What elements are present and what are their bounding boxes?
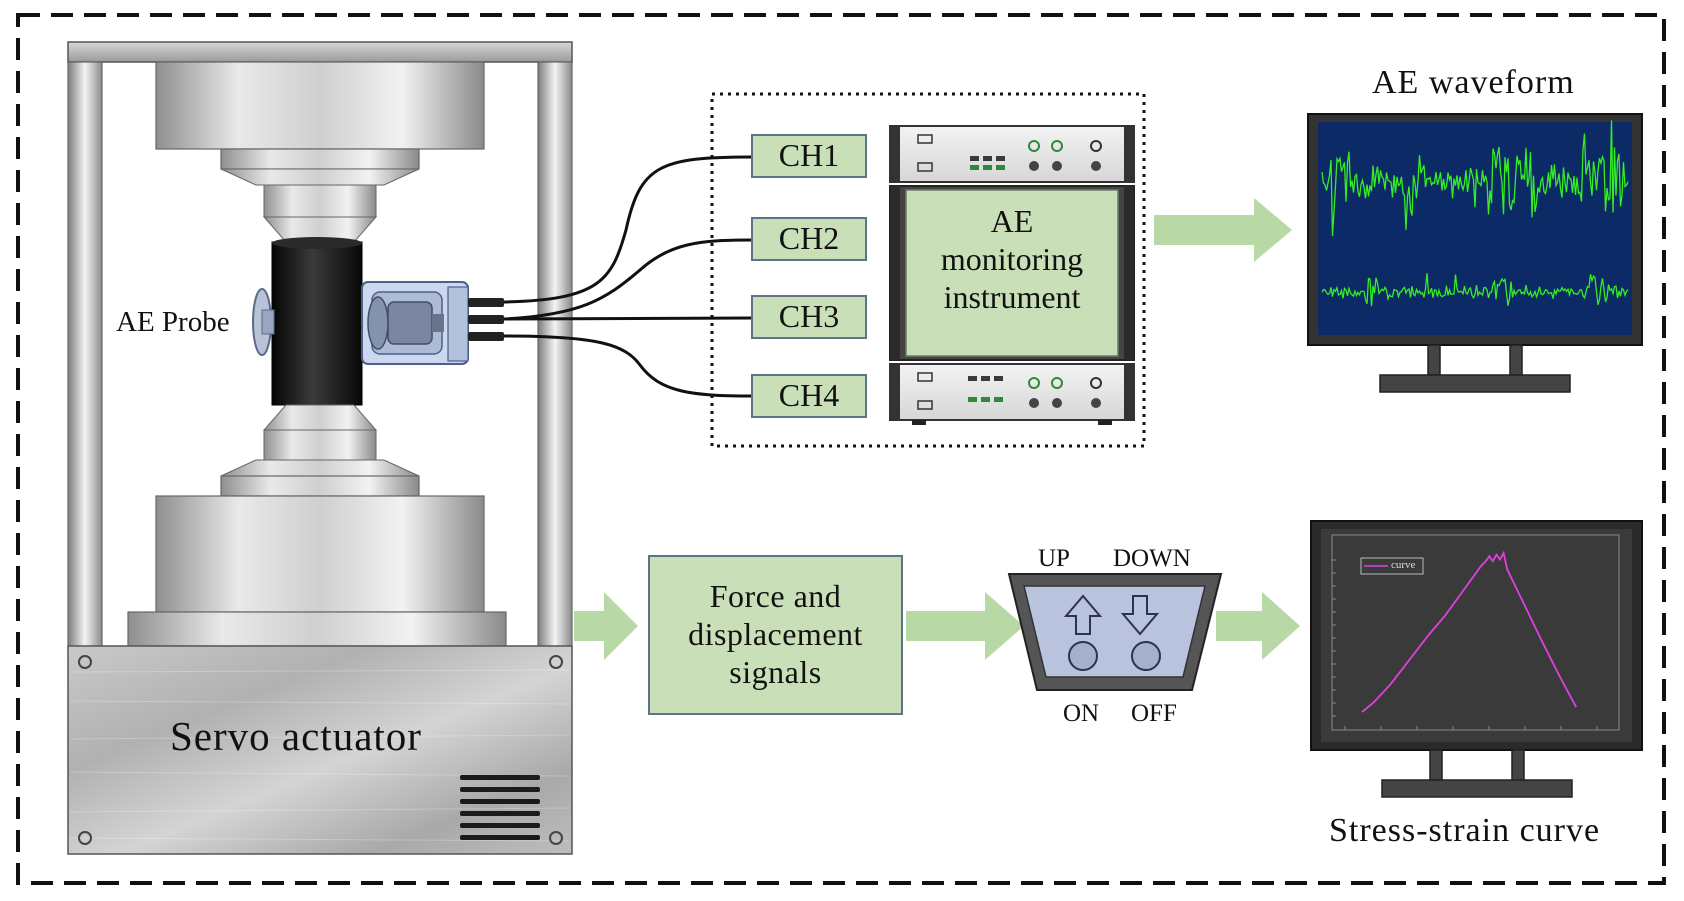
ae-waveform-monitor xyxy=(1307,113,1643,393)
ae-instrument-panel xyxy=(905,189,1119,357)
arrow-to-force-signals xyxy=(574,592,638,660)
force-label-line3: signals xyxy=(729,653,822,690)
ae-instrument-label: AE monitoring instrument xyxy=(906,200,1118,320)
channel-box-ch4 xyxy=(751,374,867,418)
machine-right-column xyxy=(537,61,573,649)
lower-crosshead xyxy=(155,495,485,613)
force-label-line1: Force and xyxy=(709,578,842,615)
waveform-trace-bottom xyxy=(1321,273,1629,307)
stress-strain-monitor xyxy=(1310,520,1643,798)
servo-actuator-label: Servo actuator xyxy=(170,713,422,759)
monitor-stand xyxy=(1379,374,1571,393)
lower-platen-taper xyxy=(220,459,420,477)
arrow-to-control-switch xyxy=(906,592,1024,660)
off-button-icon xyxy=(1131,641,1161,671)
lower-loading-cone xyxy=(262,404,378,431)
ae-probe-left-neck xyxy=(261,309,275,335)
ae-instrument-label-line1: AE xyxy=(990,203,1034,240)
waveform-trace-top xyxy=(1321,120,1629,237)
machine-left-column xyxy=(67,61,103,649)
cabinet-screw xyxy=(78,655,92,669)
ae-system-dotted-boundary xyxy=(710,92,1146,448)
stress-strain-screen xyxy=(1321,529,1632,742)
ae-waveform-title: AE waveform xyxy=(1372,64,1575,101)
monitor-neck xyxy=(1427,344,1441,376)
cabinet-screw xyxy=(78,831,92,845)
chart-legend-box xyxy=(1360,557,1424,575)
monitor-neck xyxy=(1511,749,1525,781)
stress-strain-series-curve xyxy=(1361,550,1577,713)
monitor-stand xyxy=(1381,779,1573,798)
signal-cables xyxy=(503,155,753,398)
switch-down-label: DOWN xyxy=(1113,545,1191,572)
arrow-up-icon xyxy=(1063,594,1103,635)
on-button-icon xyxy=(1068,641,1098,671)
sensor-connectors xyxy=(468,298,504,341)
switch-on-label: ON xyxy=(1063,700,1100,727)
rock-specimen-top xyxy=(272,237,362,249)
ch3-label: CH3 xyxy=(778,298,840,335)
chart-legend-label: curve xyxy=(1391,559,1416,571)
switch-face xyxy=(1023,585,1206,678)
channel-box-ch3 xyxy=(751,295,867,339)
cabinet-vent xyxy=(460,775,540,840)
machine-top-beam xyxy=(67,41,573,63)
cabinet-screw xyxy=(549,655,563,669)
ae-instrument-label-line3: instrument xyxy=(943,278,1081,315)
arrow-down-icon xyxy=(1120,595,1160,636)
ae-instrument-label-line2: monitoring xyxy=(940,241,1084,278)
force-label-line2: displacement xyxy=(688,616,863,653)
cabinet-screw xyxy=(549,831,563,845)
lower-loading-head xyxy=(263,429,377,461)
chart-y-ticks xyxy=(1332,559,1336,717)
ae-instrument-rack xyxy=(889,125,1135,425)
ch2-label: CH2 xyxy=(778,220,840,257)
rock-specimen xyxy=(271,241,363,406)
force-displacement-label: Force and displacement signals xyxy=(649,556,902,714)
chart-x-ticks xyxy=(1344,726,1598,730)
control-switch xyxy=(1007,573,1223,691)
channel-box-ch2 xyxy=(751,217,867,261)
outer-dashed-frame xyxy=(16,13,1666,885)
ae-sensor-housing xyxy=(361,281,469,365)
stress-strain-title: Stress-strain curve xyxy=(1329,812,1601,849)
arrow-to-ae-waveform xyxy=(1154,198,1292,262)
brushed-texture xyxy=(69,669,571,842)
ae-probe-label: AE Probe xyxy=(116,306,230,338)
ch1-label: CH1 xyxy=(778,137,840,174)
machine-base-plate xyxy=(127,611,507,647)
channel-box-ch1 xyxy=(751,134,867,178)
ch4-label: CH4 xyxy=(778,377,840,414)
servo-actuator-cabinet xyxy=(67,645,573,855)
chart-plot-frame xyxy=(1331,534,1620,731)
upper-platen-taper xyxy=(220,168,420,186)
upper-loading-head xyxy=(263,184,377,218)
waveform-screen xyxy=(1318,122,1632,335)
upper-platen xyxy=(220,148,420,170)
testing-machine xyxy=(67,41,573,855)
monitor-neck xyxy=(1429,749,1443,781)
switch-up-label: UP xyxy=(1038,545,1070,572)
lower-platen xyxy=(220,475,420,497)
force-displacement-box xyxy=(648,555,903,715)
switch-off-label: OFF xyxy=(1131,700,1177,727)
arrow-to-stress-strain xyxy=(1216,592,1300,660)
monitor-neck xyxy=(1509,344,1523,376)
upper-crosshead xyxy=(155,61,485,150)
